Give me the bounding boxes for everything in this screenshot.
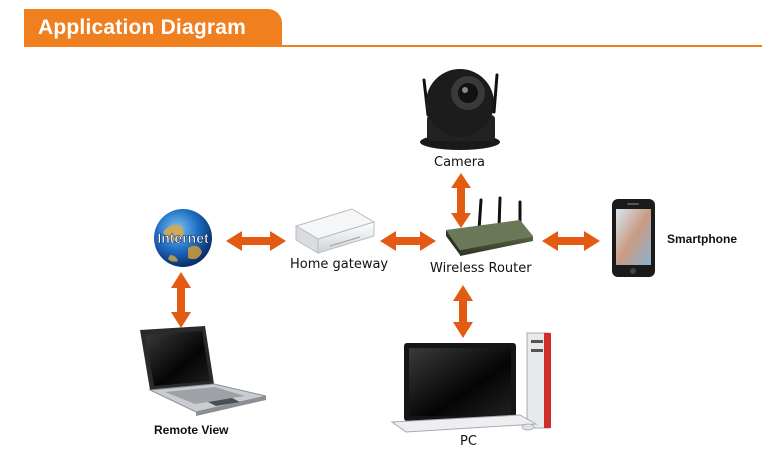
arrow-internet-laptop [171,272,191,328]
section-header-tab: Application Diagram [24,9,282,46]
pc-label: PC [460,434,477,449]
arrow-gateway-router [380,231,436,251]
arrow-router-pc [453,285,473,338]
camera-label: Camera [434,155,486,170]
desktop-pc-icon [390,332,551,433]
arrow-camera-router [451,173,471,228]
home-gateway-label: Home gateway [290,257,389,272]
header-underline [24,45,762,47]
globe-icon: Internet [154,209,212,267]
remote-view-label: Remote View [154,423,229,437]
connection-arrows [171,173,600,338]
arrow-router-smartphone [542,231,600,251]
router-icon [446,196,533,256]
gateway-icon [294,208,376,254]
laptop-icon [140,326,267,416]
smartphone-label: Smartphone [667,232,738,246]
smartphone-icon [612,199,655,277]
arrow-internet-gateway [226,231,286,251]
internet-label: Internet [157,230,209,246]
wireless-router-label: Wireless Router [430,261,532,276]
ip-camera-icon [420,69,500,150]
page-title: Application Diagram [38,16,246,39]
